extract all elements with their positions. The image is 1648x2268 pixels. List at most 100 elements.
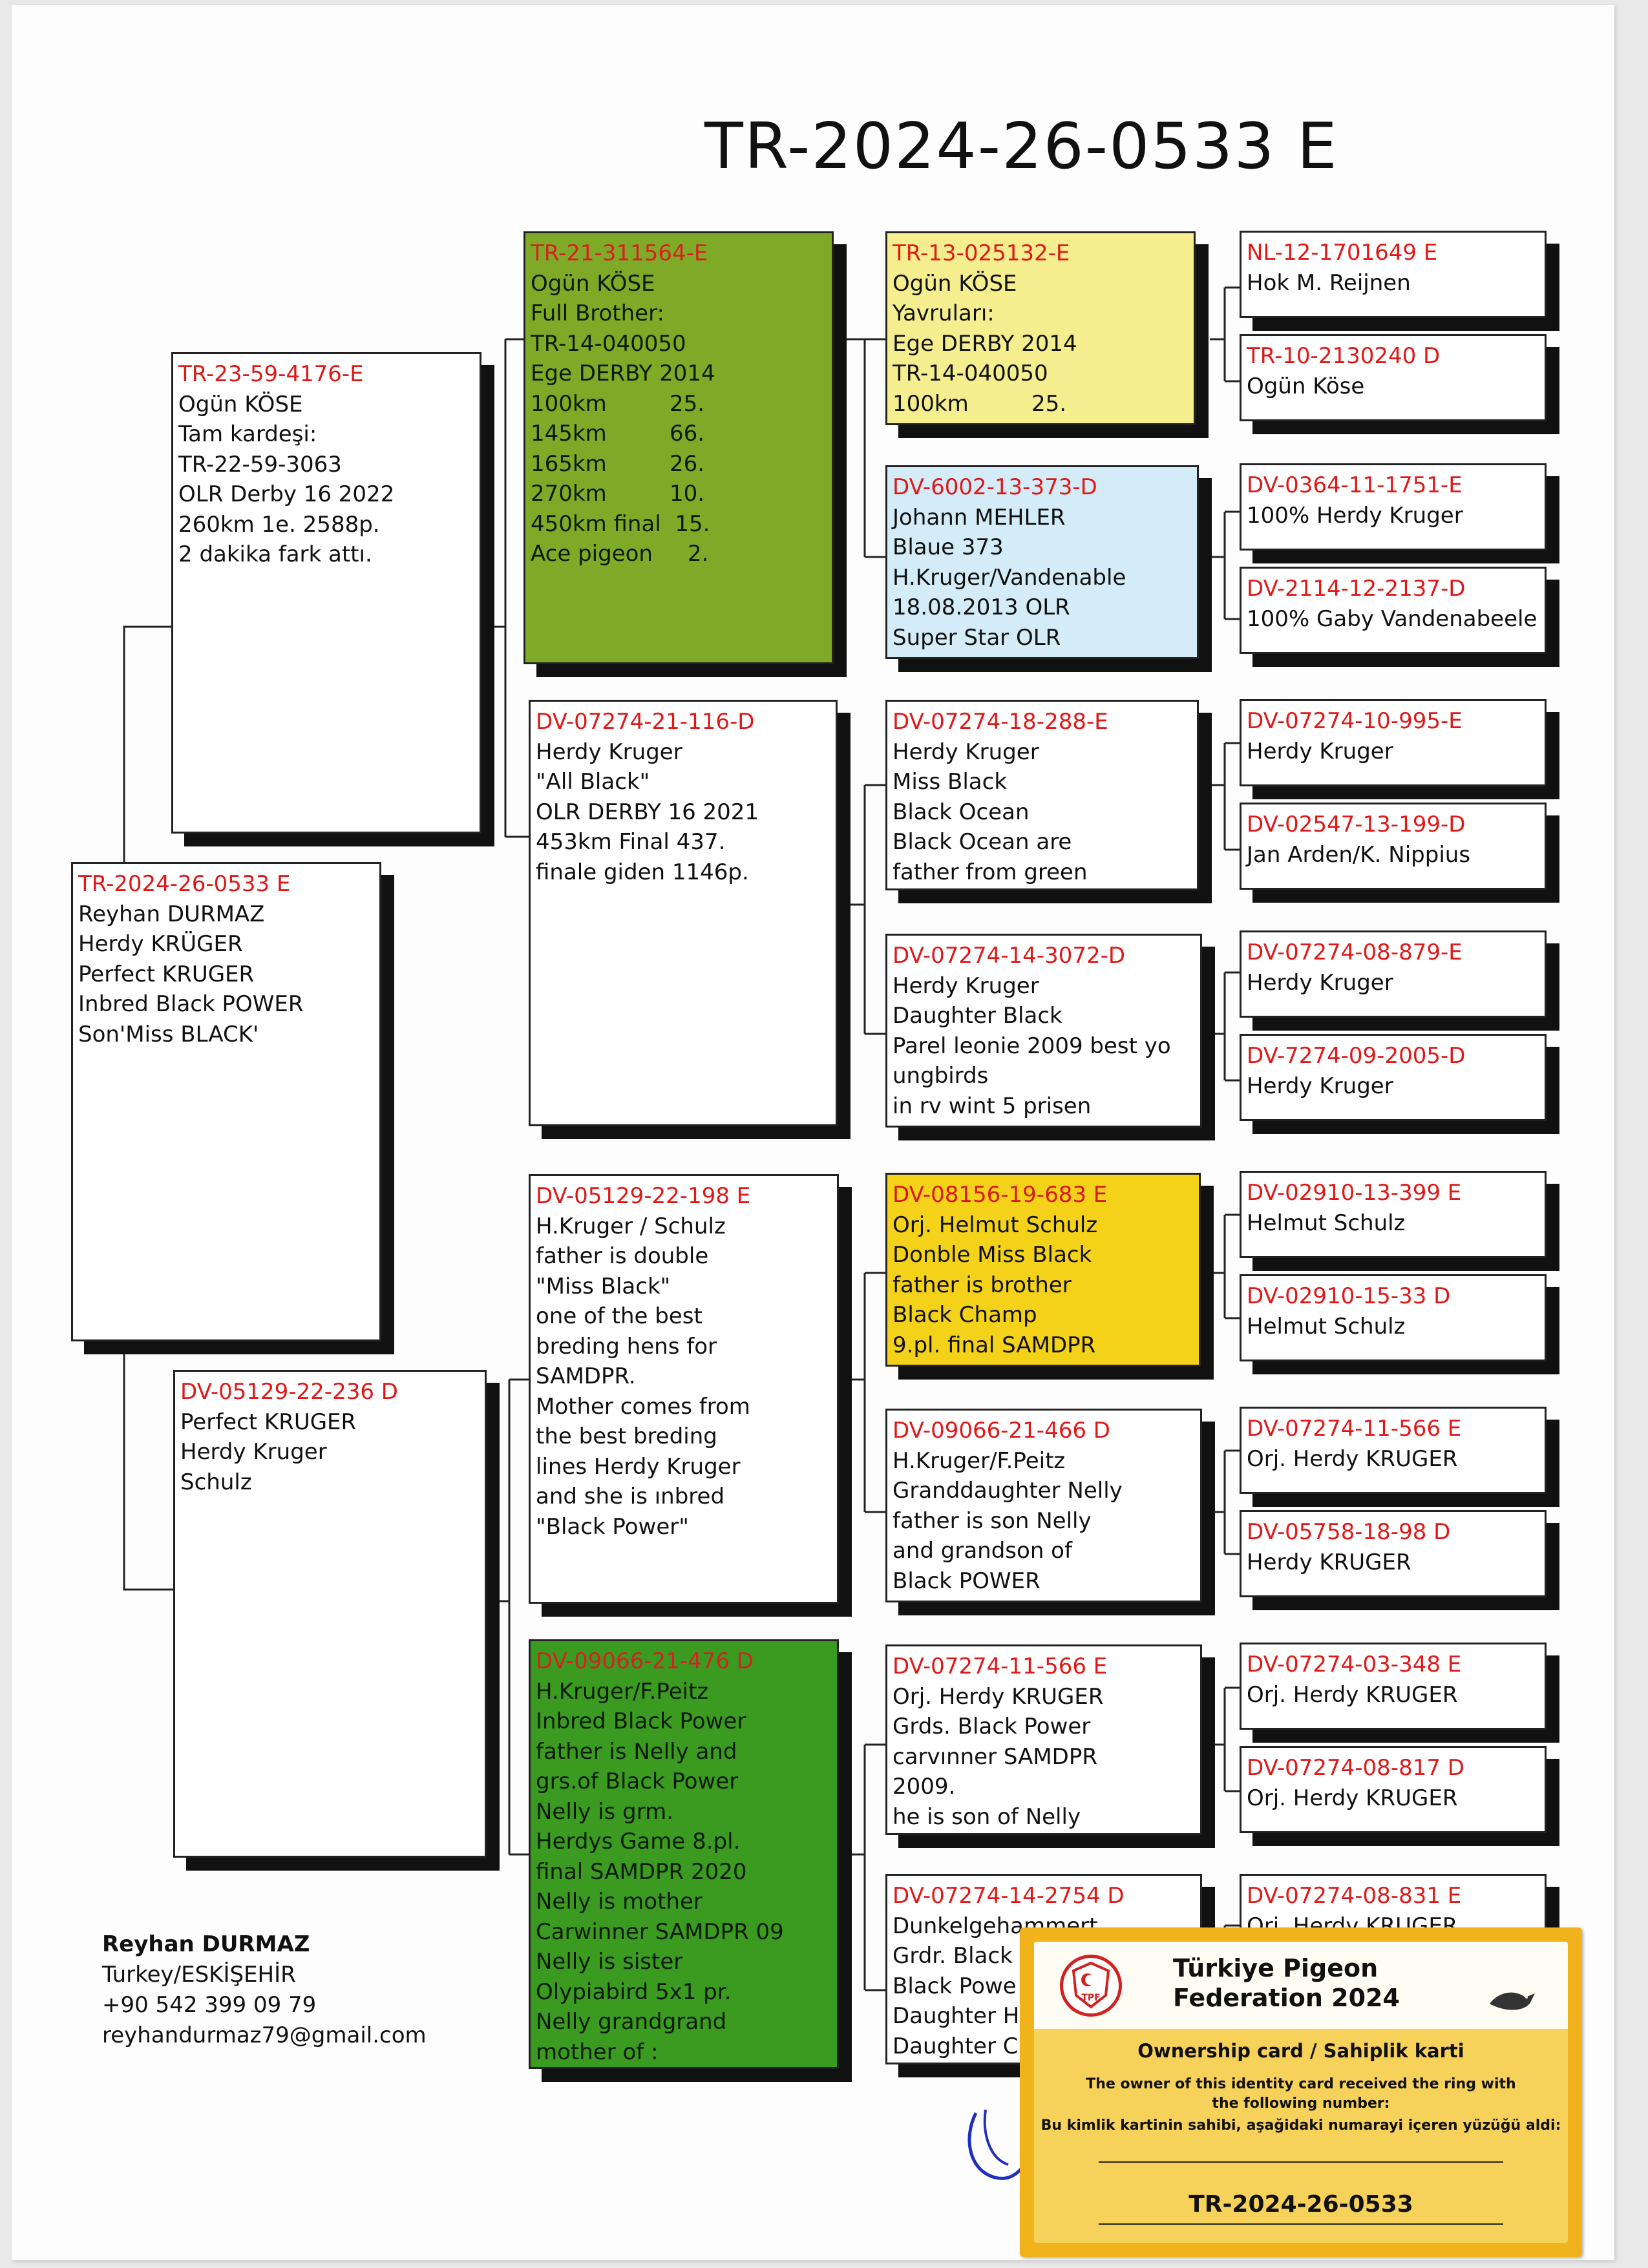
great-grandparent-line: father is brother bbox=[893, 1272, 1072, 1298]
subject-line: Son'Miss BLACK' bbox=[78, 1021, 259, 1047]
great-grandparent-line: Orj. Helmut Schulz bbox=[893, 1212, 1098, 1238]
great-grandparent-box-6: DV-09066-21-466 D H.Kruger/F.Peitz Grand… bbox=[885, 1409, 1202, 1602]
dam-line: DV-05129-22-236 D bbox=[180, 1379, 398, 1405]
great-grandparent-line: DV-6002-13-373-D bbox=[893, 474, 1097, 500]
subject-line: Perfect KRUGER bbox=[78, 961, 255, 987]
grandparent-box-1: TR-21-311564-E Ogün KÖSE Full Brother: T… bbox=[523, 231, 834, 664]
ancestor-line: TR-10-2130240 D bbox=[1247, 343, 1441, 369]
connector-gen4-1 bbox=[1210, 510, 1241, 620]
grandparent-line: Herdys Game 8.pl. bbox=[536, 1829, 741, 1854]
great-grandparent-line: Daughter Black bbox=[893, 1003, 1062, 1029]
great-grandparent-line: Herdy Kruger bbox=[893, 972, 1039, 999]
great-grandparent-line: Daughter C bbox=[893, 2033, 1019, 2059]
ancestor-line: DV-05758-18-98 D bbox=[1247, 1519, 1451, 1545]
great-grandparent-box-3: DV-07274-18-288-E Herdy Kruger Miss Blac… bbox=[885, 700, 1199, 890]
great-grandparent-line: DV-08156-19-683 E bbox=[893, 1182, 1108, 1208]
grandparent-line: grs.of Black Power bbox=[536, 1769, 739, 1794]
great-grandparent-line: Grds. Black Power bbox=[893, 1714, 1091, 1739]
federation-logo-text: TPF bbox=[1081, 1993, 1101, 2003]
ancestor-line: Herdy Kruger bbox=[1247, 1073, 1393, 1099]
ancestor-line: Jan Arden/K. Nippius bbox=[1247, 841, 1471, 868]
ancestor-box-3: DV-0364-11-1751-E 100% Herdy Kruger bbox=[1240, 463, 1547, 551]
sire-line: OLR Derby 16 2022 bbox=[178, 481, 395, 507]
owner-email: reyhandurmaz79@gmail.com bbox=[102, 2022, 427, 2048]
ancestor-line: Hok M. Reijnen bbox=[1247, 269, 1411, 296]
grandparent-line: breding hens for bbox=[536, 1333, 717, 1360]
ancestor-line: DV-02547-13-199-D bbox=[1247, 812, 1466, 837]
grandparent-line: Olypiabird 5x1 pr. bbox=[536, 1979, 732, 2005]
grandparent-line: Herdy Kruger bbox=[536, 739, 682, 765]
great-grandparent-box-2: DV-6002-13-373-D Johann MEHLER Blaue 373… bbox=[885, 465, 1199, 659]
great-grandparent-box-1: TR-13-025132-E Ogün KÖSE Yavruları: Ege … bbox=[885, 231, 1196, 425]
grandparent-line: father is double bbox=[536, 1243, 709, 1269]
grandparent-line: Nelly is grm. bbox=[536, 1798, 674, 1825]
grandparent-line: SAMDPR. bbox=[536, 1363, 636, 1389]
owner-name: Reyhan DURMAZ bbox=[102, 1931, 310, 1957]
grandparent-line: "Black Power" bbox=[536, 1513, 689, 1540]
connector-mother-children bbox=[500, 1378, 529, 1856]
great-grandparent-line: carvınner SAMDPR bbox=[893, 1743, 1097, 1770]
great-grandparent-line: DV-09066-21-466 D bbox=[893, 1418, 1110, 1444]
great-grandparent-line: DV-07274-14-3072-D bbox=[893, 943, 1126, 969]
grandparent-line: lines Herdy Kruger bbox=[536, 1453, 741, 1480]
ownership-card-text-en-2: the following number: bbox=[1212, 2095, 1390, 2112]
grandparent-line: Ege DERBY 2014 bbox=[531, 361, 715, 386]
ancestor-box-2: TR-10-2130240 D Ogün Köse bbox=[1240, 334, 1547, 421]
grandparent-line: DV-07274-21-116-D bbox=[536, 709, 755, 735]
grandparent-line: and she is ınbred bbox=[536, 1484, 725, 1509]
grandparent-line: "All Black" bbox=[536, 769, 650, 795]
grandparent-line: OLR DERBY 16 2021 bbox=[536, 799, 759, 825]
connector-gen4-3 bbox=[1210, 971, 1241, 1082]
grandparent-line: 145km 66. bbox=[531, 421, 705, 446]
ownership-card-rule-top bbox=[1099, 2161, 1503, 2163]
ownership-card-ring-number: TR-2024-26-0533 bbox=[1188, 2191, 1413, 2218]
grandparent-line: one of the best bbox=[536, 1303, 703, 1329]
great-grandparent-line: Black Ocean are bbox=[893, 829, 1072, 855]
subject-line: Inbred Black POWER bbox=[78, 991, 304, 1017]
sire-line: Ogün KÖSE bbox=[178, 391, 303, 417]
ancestor-box-1: NL-12-1701649 E Hok M. Reijnen bbox=[1240, 231, 1547, 318]
grandparent-line: Nelly is sister bbox=[536, 1949, 683, 1975]
great-grandparent-line: H.Kruger/Vandenable bbox=[893, 564, 1126, 591]
ancestor-box-4: DV-2114-12-2137-D 100% Gaby Vandenabeele bbox=[1240, 567, 1547, 654]
grandparent-line: Ogün KÖSE bbox=[531, 270, 655, 297]
great-grandparent-box-5: DV-08156-19-683 E Orj. Helmut Schulz Don… bbox=[885, 1173, 1201, 1367]
great-grandparent-line: he is son of Nelly bbox=[893, 1803, 1081, 1830]
ancestor-line: DV-02910-15-33 D bbox=[1247, 1283, 1451, 1309]
ancestor-line: NL-12-1701649 E bbox=[1247, 240, 1438, 266]
great-grandparent-line: DV-07274-11-566 E bbox=[893, 1654, 1108, 1679]
ancestor-box-8: DV-7274-09-2005-D Herdy Kruger bbox=[1240, 1034, 1547, 1121]
grandparent-box-3: DV-05129-22-198 E H.Kruger / Schulz fath… bbox=[529, 1174, 839, 1604]
great-grandparent-line: Blaue 373 bbox=[893, 534, 1004, 560]
great-grandparent-line: Black Powe bbox=[893, 1973, 1017, 1999]
ancestor-line: Orj. Herdy KRUGER bbox=[1247, 1445, 1458, 1472]
pigeon-icon bbox=[1490, 1992, 1535, 2010]
ancestor-line: Helmut Schulz bbox=[1247, 1313, 1406, 1339]
ancestor-line: 100% Gaby Vandenabeele bbox=[1247, 605, 1537, 632]
grandparent-line: finale giden 1146p. bbox=[536, 859, 749, 885]
great-grandparent-line: Donble Miss Black bbox=[893, 1242, 1092, 1268]
grandparent-line: Full Brother: bbox=[531, 300, 664, 326]
ancestor-line: DV-07274-08-831 E bbox=[1247, 1883, 1462, 1909]
ancestor-line: DV-07274-03-348 E bbox=[1247, 1652, 1462, 1677]
ownership-card-header: TPF Türkiye Pigeon Federation 2024 bbox=[1034, 1942, 1568, 2029]
ancestor-line: DV-07274-08-817 D bbox=[1247, 1755, 1464, 1781]
connector-gen3-0 bbox=[847, 338, 885, 558]
federation-title-line2: Federation 2024 bbox=[1173, 1984, 1400, 2012]
ancestor-line: Orj. Herdy KRUGER bbox=[1247, 1785, 1458, 1811]
grandparent-line: 100km 25. bbox=[531, 390, 705, 417]
ancestor-line: DV-2114-12-2137-D bbox=[1247, 576, 1466, 602]
ancestor-line: Ogün Köse bbox=[1247, 373, 1365, 399]
pedigree-title: TR-2024-26-0533 E bbox=[704, 110, 1338, 184]
connector-gen3-2 bbox=[852, 1272, 885, 1513]
great-grandparent-line: in rv wint 5 prisen bbox=[893, 1093, 1092, 1119]
ancestor-line: DV-02910-13-399 E bbox=[1247, 1180, 1462, 1206]
subject-line: Reyhan DURMAZ bbox=[78, 901, 265, 927]
sire-line: 2 dakika fark attı. bbox=[178, 541, 372, 567]
great-grandparent-line: Ege DERBY 2014 bbox=[893, 330, 1077, 357]
ancestor-box-14: DV-07274-08-817 D Orj. Herdy KRUGER bbox=[1240, 1746, 1547, 1833]
owner-contact: Reyhan DURMAZ Turkey/ESKİŞEHİR +90 542 3… bbox=[102, 1929, 427, 2051]
grandparent-line: H.Kruger / Schulz bbox=[536, 1213, 726, 1239]
ancestor-line: DV-0364-11-1751-E bbox=[1247, 472, 1463, 498]
grandparent-line: DV-05129-22-198 E bbox=[536, 1183, 751, 1209]
